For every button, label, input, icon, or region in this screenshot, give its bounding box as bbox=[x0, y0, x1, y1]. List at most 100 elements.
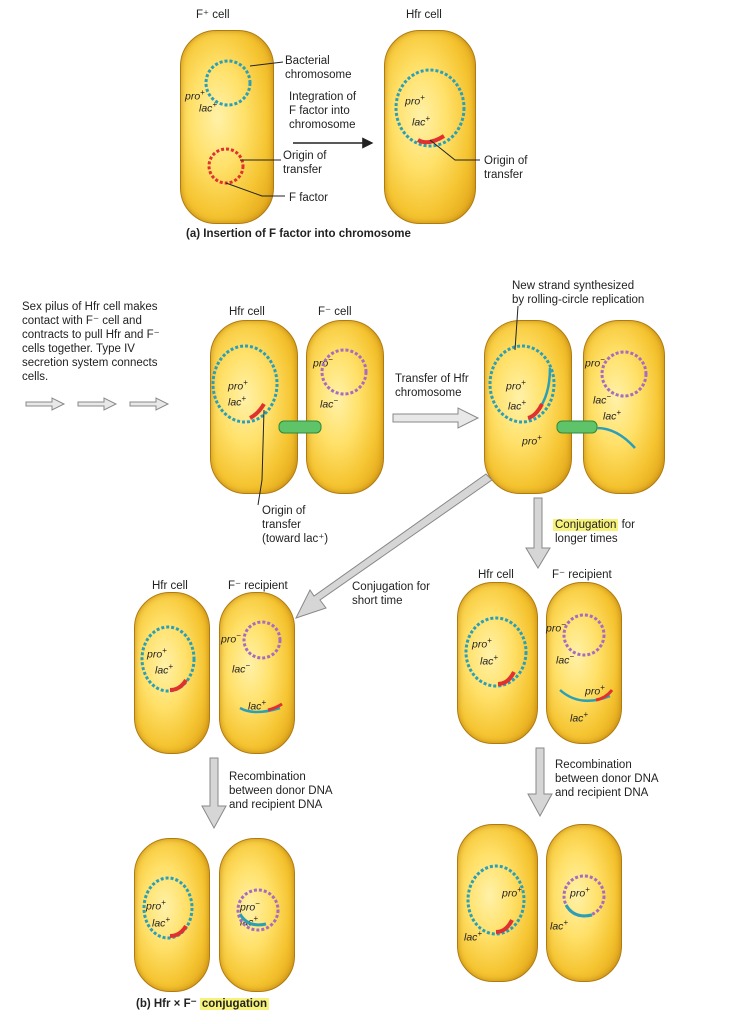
gene-pro-text: pro bbox=[585, 357, 601, 370]
gene-pro-plus-text: pro bbox=[506, 380, 522, 393]
leader-new-strand bbox=[514, 305, 519, 351]
conjugation-for-text: for bbox=[618, 519, 636, 531]
hfr-cell-short-final bbox=[134, 838, 210, 992]
fragment-origin-long bbox=[595, 689, 614, 702]
short-time-arrow bbox=[295, 473, 493, 619]
fragment-origin-short bbox=[267, 702, 283, 712]
f-minus-cell-title: F⁻ cell bbox=[318, 306, 352, 318]
gene-plus-sup: + bbox=[161, 898, 166, 907]
leader-f-factor bbox=[225, 182, 285, 197]
gene-lac-plus-text: lac bbox=[199, 102, 213, 115]
conjugation-longer-label: Conjugation for bbox=[553, 518, 635, 532]
gene-pro-minus: pro− bbox=[221, 631, 241, 646]
gene-plus-sup: + bbox=[253, 914, 259, 923]
chromosome-f-plus bbox=[204, 59, 252, 107]
gene-pro-minus: pro− bbox=[585, 355, 605, 370]
gene-lac-text: lac bbox=[556, 654, 570, 667]
hfr-cell-title-b: Hfr cell bbox=[229, 306, 265, 318]
gene-plus-sup: + bbox=[212, 100, 218, 109]
recombined-segment-short bbox=[238, 913, 267, 927]
hfr-cell-title-right: Hfr cell bbox=[478, 569, 514, 581]
hfr-cell-a bbox=[384, 30, 476, 224]
gene-lac-plus: lac+ bbox=[464, 929, 482, 944]
hfr-cell-short bbox=[134, 592, 210, 754]
origin-toward-lac-label: Origin of transfer (toward lac⁺) bbox=[262, 505, 329, 545]
longer-times-arrow bbox=[525, 497, 551, 569]
gene-plus-sup: + bbox=[616, 408, 622, 417]
f-factor-plasmid bbox=[207, 147, 245, 185]
gene-pro-plus-text: pro bbox=[405, 95, 421, 108]
transfer-arrow bbox=[392, 407, 480, 429]
gene-plus-sup: + bbox=[600, 683, 605, 692]
gene-pro-plus: pro+ bbox=[506, 378, 526, 393]
gene-plus-sup: + bbox=[563, 918, 569, 927]
gene-plus-sup: + bbox=[493, 653, 499, 662]
f-minus-cell-b-top bbox=[306, 320, 384, 494]
conjugation-highlight: Conjugation bbox=[553, 519, 619, 531]
chromosome-f-minus-b bbox=[320, 348, 368, 396]
chromosome-f-minus-rolling bbox=[600, 350, 648, 398]
gene-plus-sup: + bbox=[517, 885, 522, 894]
gene-plus-sup: + bbox=[521, 398, 527, 407]
gene-plus-sup: + bbox=[168, 662, 174, 671]
gene-pro-plus: pro+ bbox=[570, 885, 590, 900]
gene-pro-plus: pro+ bbox=[147, 646, 167, 661]
hfr-cell-b-rolling bbox=[484, 320, 572, 494]
caption-a: (a) Insertion of F factor into chromosom… bbox=[186, 228, 411, 240]
recombination-arrow-right bbox=[527, 747, 553, 818]
origin-hfr-rolling bbox=[527, 403, 544, 420]
gene-lac-plus: lac+ bbox=[603, 408, 621, 423]
gene-lac-plus-text: lac bbox=[412, 116, 426, 129]
caption-b: (b) Hfr × F⁻ conjugation bbox=[136, 996, 270, 1010]
gene-lac-plus: lac+ bbox=[570, 710, 588, 725]
gene-lac-plus-text: lac bbox=[155, 664, 169, 677]
gene-lac-plus-text: lac bbox=[480, 655, 494, 668]
gene-pro-plus: pro+ bbox=[405, 93, 425, 108]
gene-lac-minus: lac− bbox=[320, 396, 338, 411]
chromosome-recipient-short bbox=[242, 620, 282, 660]
gene-pro-minus: pro− bbox=[240, 899, 260, 914]
transfer-hfr-label: Transfer of Hfr chromosome bbox=[395, 373, 469, 399]
gene-lac-plus: lac+ bbox=[550, 918, 568, 933]
gene-minus-sup: − bbox=[600, 355, 605, 364]
gene-pro-plus-text: pro bbox=[472, 638, 488, 651]
gene-pro-text: pro bbox=[546, 622, 562, 635]
gene-lac-text: lac bbox=[320, 398, 334, 411]
f-minus-cell-b-rolling bbox=[583, 320, 665, 494]
gene-plus-sup: + bbox=[162, 646, 167, 655]
gene-plus-sup: + bbox=[521, 378, 526, 387]
leader-origin-toward-lac bbox=[257, 409, 265, 506]
gene-pro-text: pro bbox=[240, 901, 256, 914]
bacterial-chromosome-label: Bacterial chromosome bbox=[285, 55, 352, 81]
recipient-cell-long bbox=[546, 582, 622, 744]
gene-plus-sup: + bbox=[241, 394, 247, 403]
gene-pro-plus-text: pro bbox=[147, 648, 163, 661]
gene-lac-plus-text: lac bbox=[464, 931, 478, 944]
longer-times-label: longer times bbox=[555, 533, 618, 545]
gene-plus-sup: + bbox=[425, 114, 431, 123]
gene-minus-sup: − bbox=[561, 620, 566, 629]
chromosome-hfr-a bbox=[394, 68, 466, 148]
conjugation-short-label: Conjugation for short time bbox=[352, 581, 430, 607]
gene-pro-plus: pro+ bbox=[585, 683, 605, 698]
integration-label: Integration of F factor into chromosome bbox=[289, 91, 357, 131]
hfr-cell-title-a: Hfr cell bbox=[406, 9, 442, 21]
leader-bacterial-chromosome bbox=[249, 61, 284, 67]
leader-origin-transfer-right bbox=[429, 139, 480, 161]
origin-transfer-label-a-right: Origin of transfer bbox=[484, 155, 528, 181]
pilus-connector-b bbox=[278, 420, 322, 434]
gene-pro-plus-text: pro bbox=[502, 887, 518, 900]
gene-plus-sup: + bbox=[537, 433, 542, 442]
gene-plus-sup: + bbox=[477, 929, 483, 938]
pilus-connector-rolling bbox=[556, 420, 598, 434]
gene-pro-minus: pro− bbox=[546, 620, 566, 635]
gene-lac-plus-text: lac bbox=[228, 396, 242, 409]
recipient-cell-short-final bbox=[219, 838, 295, 992]
gene-lac-plus-text: lac bbox=[570, 712, 584, 725]
origin-hfr-short-final bbox=[169, 924, 188, 938]
gene-plus-sup: + bbox=[420, 93, 425, 102]
gene-lac-minus: lac− bbox=[593, 392, 611, 407]
gene-lac-plus: lac+ bbox=[480, 653, 498, 668]
chromosome-hfr-short-final bbox=[142, 876, 194, 940]
transferred-strand-rolling bbox=[596, 426, 636, 449]
